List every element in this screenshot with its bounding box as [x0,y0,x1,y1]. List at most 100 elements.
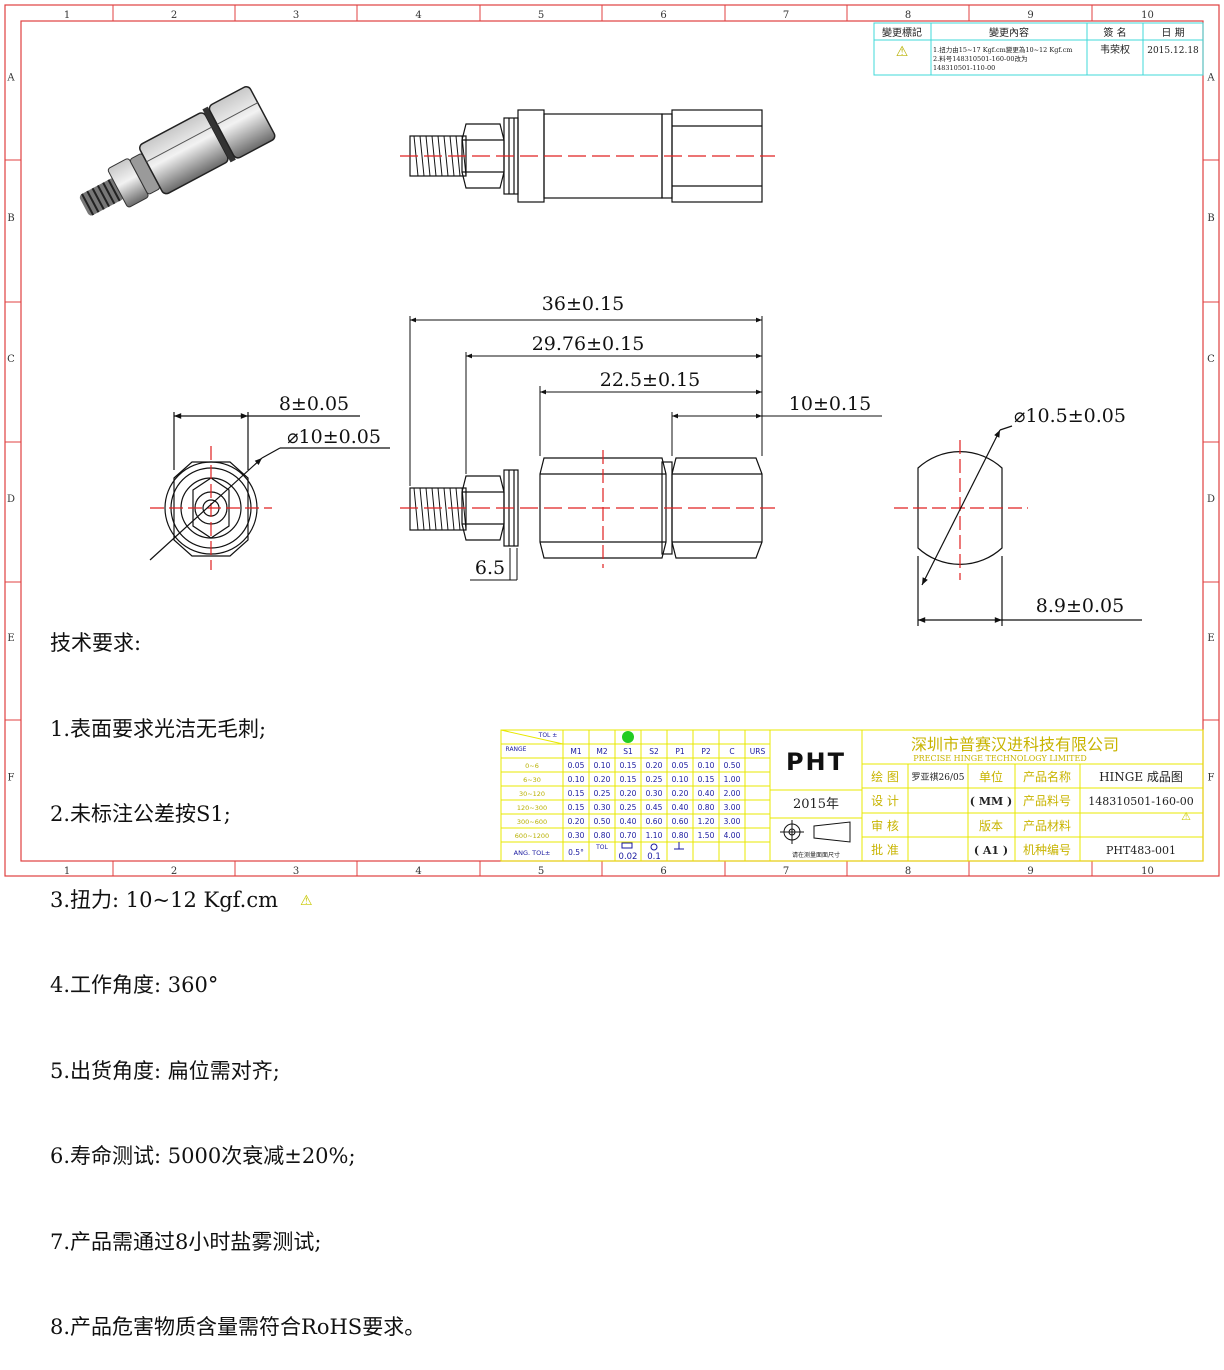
note-5: 5.出货角度: 扁位需对齐; [50,1058,280,1083]
dim-hex-dia: ⌀10±0.05 [287,426,381,448]
selected-class-dot [622,731,634,743]
tol-cell: 0.30 [646,789,663,798]
pn-mark-icon: ⚠ [1181,810,1191,823]
front-view [400,450,775,568]
zone-row-label: D [7,494,15,505]
zone-col-label: 5 [538,10,544,21]
tol-cell: 1.50 [698,831,715,840]
note-3: 3.扭力: 10~12 Kgf.cm [50,887,279,912]
tol-cell: 0.15 [620,775,637,784]
rev-line-2: 2.料号148310501-160-00改为 [933,54,1028,63]
zone-col-label: 6 [660,10,666,21]
outer-frame [4,4,1220,877]
tol-cell: 1.20 [698,817,715,826]
zone-row-label: A [6,73,15,84]
tol-cell: 0.05 [568,761,585,770]
tol-corner-top: TOL ± [538,732,558,739]
isometric-view [79,86,276,216]
tol-cell: 0.15 [620,761,637,770]
material-label: 产品材料 [1023,819,1071,833]
tol-cell: 0.40 [698,789,715,798]
tol-cell: 0.10 [594,761,611,770]
note-8: 8.产品危害物质含量需符合RoHS要求。 [50,1315,426,1339]
product-name-label: 产品名称 [1023,769,1071,784]
rev-date: 2015.12.18 [1147,46,1199,56]
tol-cell: 0.80 [672,831,689,840]
unit-label: 单位 [979,769,1003,784]
zone-col-label: 8 [905,866,911,877]
zone-row-label: B [1207,213,1214,224]
zone-col-label: 2 [171,866,177,877]
zone-col-label: 3 [293,866,299,877]
unit-value: ( MM ) [970,795,1012,808]
zone-col-label: 4 [415,866,421,877]
rev-line-3: 148310501-110-00 [933,64,995,72]
rev-mark-icon: ⚠ [896,44,909,60]
tol-col-header: P2 [701,747,711,756]
flatness-icon [621,842,633,849]
tol-cell: 0.60 [646,817,663,826]
tol-cell: 0.20 [568,817,585,826]
tol-ang-value: 0.5° [568,848,584,857]
tol-cell: 0.25 [620,803,637,812]
tol-cell: 0.80 [698,803,715,812]
tol-cell: 0.20 [646,761,663,770]
rev-line-1: 1.扭力由15~17 Kgf.cm變更為10~12 Kgf.cm [933,45,1072,54]
tol-cell: 0.50 [594,817,611,826]
technical-notes: 技术要求: 1.表面要求光洁无毛刺; 2.未标注公差按S1; 3.扭力: 10~… [50,572,425,1370]
perpendicular-icon [674,842,684,850]
projection-note: 请在测量面面尺寸 [792,851,840,859]
zone-col-label: 9 [1027,10,1033,21]
zone-row-label: F [1208,773,1215,784]
model-label: 机种编号 [1023,842,1071,857]
tol-ang-label: ANG. TOL± [514,849,551,857]
zone-col-label: 7 [783,866,789,877]
projection-symbol-icon [780,820,851,844]
tol-cell: 0.40 [672,803,689,812]
tol-cell: 0.10 [698,761,715,770]
tol-range: 120~300 [517,804,547,812]
tol-cell: 0.60 [672,817,689,826]
tol-cell: 0.70 [620,831,637,840]
zone-col-label: 8 [905,10,911,21]
note-2: 2.未标注公差按S1; [50,802,231,826]
tol-cell: 3.00 [724,817,741,826]
tol-cell: 2.00 [724,789,741,798]
company-name-cn: 深圳市普赛汉进科技有限公司 [911,735,1119,754]
rev-header-mark: 變更標記 [882,26,922,39]
zone-row-label: C [7,354,15,365]
zone-col-label: 9 [1027,866,1033,877]
zone-col-label: 3 [293,10,299,21]
tol-cell: 0.80 [594,831,611,840]
zone-col-label: 6 [660,866,666,877]
tol-range: 30~120 [519,790,545,798]
rev-header-content: 變更內容 [989,26,1029,39]
right-end-view [894,425,1142,626]
zone-row-label: A [1206,73,1215,84]
tol-cell: 0.25 [594,789,611,798]
tol-cell: 0.10 [672,775,689,784]
zone-col-label: 1 [64,866,70,877]
zone-row-label: E [1207,633,1214,644]
tol-cell: 0.20 [620,789,637,798]
dim-flat: 8.9±0.05 [1036,595,1124,617]
zone-col-label: 5 [538,866,544,877]
zone-col-label: 2 [171,10,177,21]
rev-header-sign: 簽 名 [1103,26,1126,39]
note-1: 1.表面要求光洁无毛刺; [50,716,267,741]
title-block: PHT 深圳市普赛汉进科技有限公司 PRECISE HINGE TECHNOLO… [769,729,1204,862]
zone-col-label: 4 [415,10,421,21]
dim-body: 29.76±0.15 [532,333,645,355]
tol-corner-bottom: RANGE [506,746,527,753]
drawn-label: 绘 图 [871,769,899,784]
dim-end-dia: ⌀10.5±0.05 [1014,405,1126,427]
rev-signer: 韦荣权 [1100,43,1130,56]
revision-table: 變更標記 變更內容 簽 名 日 期 ⚠ 1.扭力由15~17 Kgf.cm變更為… [873,22,1204,76]
tol-cell: 0.20 [594,775,611,784]
tol-col-header: S2 [649,747,659,756]
tol-cell: 0.40 [620,817,637,826]
tol-range: 6~30 [523,776,541,784]
note-title: 技术要求: [50,631,142,655]
model-number: PHT483-001 [1106,844,1176,857]
